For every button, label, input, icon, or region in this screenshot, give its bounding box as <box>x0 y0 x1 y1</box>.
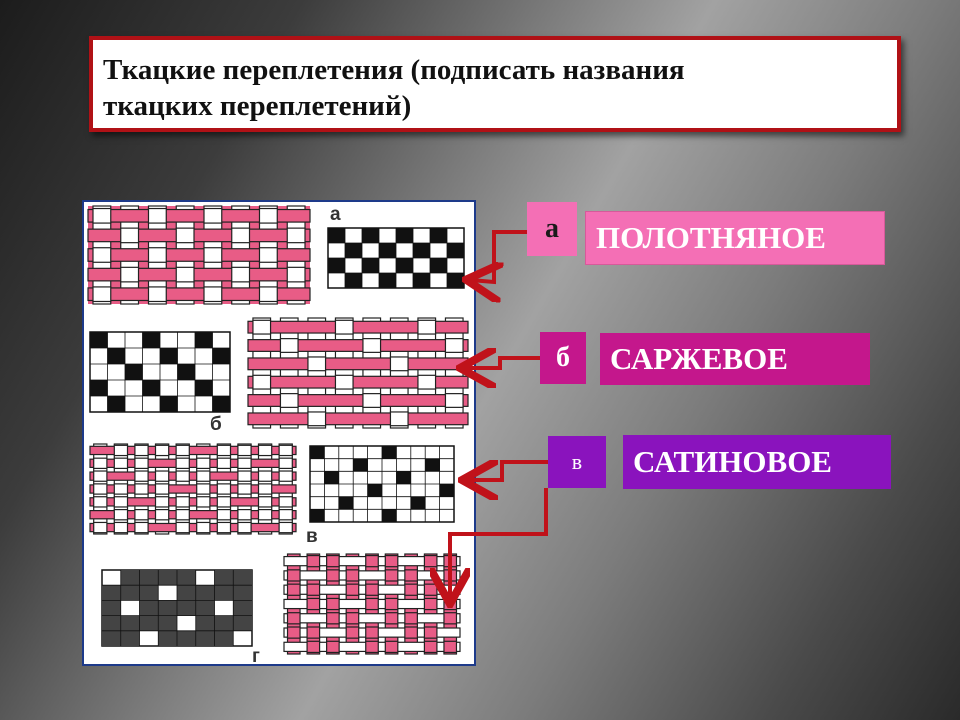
weave-illustration: а б в г <box>87 204 469 664</box>
title-box: Ткацкие переплетения (подписать названия… <box>89 36 901 132</box>
pattern-letter-b: б <box>210 414 222 435</box>
slide-title: Ткацкие переплетения (подписать названия… <box>103 52 887 124</box>
title-line-2: ткацких переплетений) <box>103 90 412 122</box>
answer-letter-c: в <box>548 436 606 488</box>
answer-label-satin-weave: САТИНОВОЕ <box>623 435 891 489</box>
pattern-letter-c: в <box>306 526 318 547</box>
arrow-a <box>470 230 527 282</box>
title-line-1: Ткацкие переплетения (подписать названия <box>103 54 685 86</box>
weave-a-grid <box>327 227 465 289</box>
arrow-c <box>466 460 548 480</box>
weave-d-interlaced <box>283 553 461 655</box>
pattern-letter-a: а <box>330 204 341 225</box>
weave-c-interlaced <box>89 443 297 535</box>
weave-b-grid <box>89 331 231 413</box>
answer-letter-a: а <box>527 202 577 256</box>
weave-c-grid <box>309 445 455 523</box>
answer-letter-b: б <box>540 332 586 384</box>
weave-d-grid <box>101 569 253 647</box>
weave-a-interlaced <box>87 205 311 305</box>
answer-label-twill-weave: САРЖЕВОЕ <box>600 333 870 385</box>
weave-b-interlaced <box>247 317 469 429</box>
weave-figure: а б в г <box>82 200 476 666</box>
answer-label-plain-weave: ПОЛОТНЯНОЕ <box>585 211 885 265</box>
pattern-letter-d: г <box>252 646 260 664</box>
